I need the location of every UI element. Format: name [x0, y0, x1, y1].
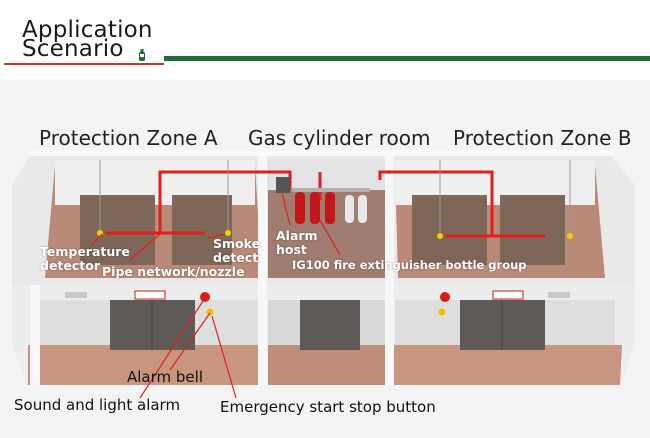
page-title-line2: Scenario — [22, 36, 124, 62]
zone-b-emergency-button — [438, 308, 446, 316]
gas-cylinder-group — [292, 188, 370, 224]
zone-a-cabinet-1 — [80, 195, 155, 265]
zone-a-smoke-detector — [225, 230, 231, 236]
sound-light-alarm-label: Sound and light alarm — [14, 396, 181, 414]
zone-a-emergency-button — [206, 308, 214, 316]
zone-b-cabinet-2 — [500, 195, 565, 265]
hanger-lines — [99, 160, 571, 235]
zone-b-alarm-bell — [440, 292, 450, 302]
corridor-mid-floor — [268, 345, 385, 385]
smoke-detector-label: Smoke detector — [213, 237, 261, 265]
zone-b-vent — [548, 292, 570, 298]
zone-b-temperature-detector — [437, 233, 443, 239]
zone-b-title: Protection Zone B — [453, 126, 632, 150]
bottle-group-label: IG100 fire extinguisher bottle group — [292, 258, 527, 272]
alarm-host-label: Alarm host — [276, 228, 318, 257]
zone-a-title: Protection Zone A — [39, 126, 218, 150]
temperature-detector-label: Temperature detector — [40, 244, 130, 273]
emergency-button-label: Emergency start stop button — [220, 398, 436, 416]
fire-extinguisher-icon — [139, 49, 145, 61]
zone-a-vent — [65, 292, 87, 298]
alarm-host-box — [276, 177, 290, 193]
lower-partition-1 — [258, 285, 267, 385]
zone-a-sign — [134, 290, 166, 300]
partition-wall-1 — [258, 150, 267, 285]
corridor-a-floor — [28, 345, 262, 385]
zone-b-cabinet-1 — [412, 195, 487, 265]
zone-b-sign — [492, 290, 524, 300]
lower-partition-2 — [385, 285, 394, 385]
zone-b-smoke-detector — [567, 233, 573, 239]
cylinder-room-title: Gas cylinder room — [248, 126, 431, 150]
pipe-network-label: Pipe network/nozzle — [102, 264, 245, 279]
lower-left-wall — [30, 285, 40, 385]
header-underline-green — [164, 56, 650, 61]
zone-a-cabinet-2 — [172, 195, 232, 265]
zone-a-alarm-bell — [200, 292, 210, 302]
leader-lines — [91, 192, 341, 399]
zone-a-temperature-detector — [97, 230, 103, 236]
cylinder-room-door — [300, 300, 360, 350]
alarm-bell-label: Alarm bell — [127, 368, 203, 386]
partition-wall-2 — [385, 150, 394, 285]
corridor-b-floor — [394, 345, 622, 385]
page-title-line1: Application — [22, 17, 153, 43]
top-wall-edge — [30, 150, 615, 156]
header-underline-red — [4, 63, 164, 65]
